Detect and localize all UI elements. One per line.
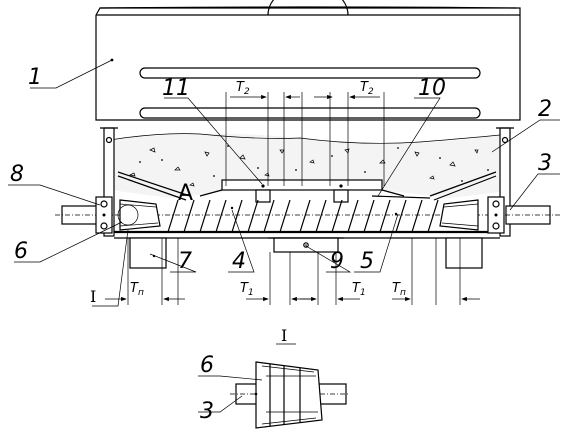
dim-t2-left: T2 xyxy=(236,80,250,97)
label-part-10: 10 xyxy=(418,76,446,101)
cone-hubs xyxy=(117,199,479,231)
dimension-extensions xyxy=(127,92,461,305)
label-part-6: 6 xyxy=(14,239,28,264)
blade-rivets xyxy=(230,206,398,216)
label-part-11: 11 xyxy=(162,76,190,101)
detail-label-3: 3 xyxy=(200,399,214,424)
label-part-8: 8 xyxy=(10,162,24,187)
dim-tp-right: Tп xyxy=(392,281,406,298)
detail-title: I xyxy=(281,326,287,345)
label-view-a: A xyxy=(178,181,193,206)
concrete-fill xyxy=(109,133,501,198)
feet xyxy=(129,237,483,269)
label-part-2: 2 xyxy=(538,97,552,122)
helical-blades xyxy=(167,199,439,233)
label-part-5: 5 xyxy=(360,249,374,274)
label-detail-callout: I xyxy=(90,287,96,306)
dim-tp-left: Tп xyxy=(130,281,144,298)
label-part-3: 3 xyxy=(538,151,552,176)
discharge-outlet xyxy=(268,237,344,253)
dim-t1-right: T1 xyxy=(352,281,366,298)
leader-lines xyxy=(8,59,560,307)
label-part-9: 9 xyxy=(330,249,344,274)
shaft xyxy=(55,196,560,234)
label-part-4: 4 xyxy=(232,249,246,274)
label-part-7: 7 xyxy=(178,249,192,274)
detail-view: I 6 3 xyxy=(198,326,350,429)
dimension-arrows xyxy=(105,94,480,302)
dim-t2-right: T2 xyxy=(360,80,374,97)
dim-t1-left: T1 xyxy=(240,281,254,298)
detail-label-6: 6 xyxy=(200,353,214,378)
hopper-lid xyxy=(95,0,521,121)
label-part-1: 1 xyxy=(28,65,42,90)
